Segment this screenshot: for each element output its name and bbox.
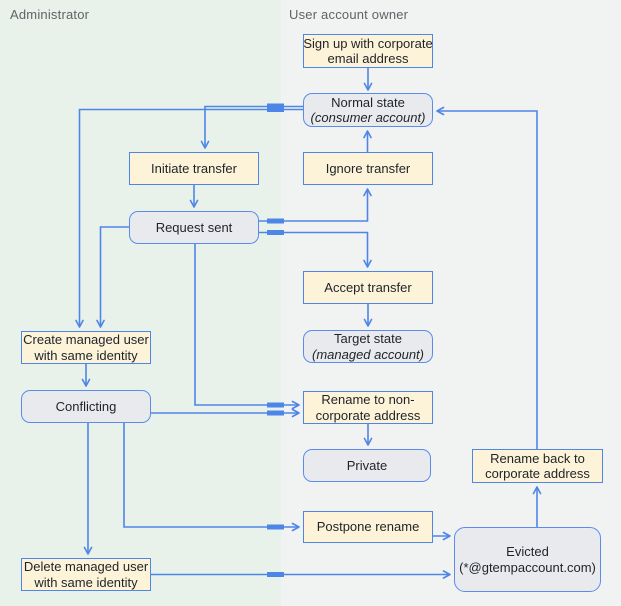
node-label: with same identity (34, 347, 138, 363)
node-label: with same identity (34, 574, 138, 590)
node-label: Ignore transfer (325, 160, 411, 176)
edge-normal-to-create (75, 108, 303, 328)
node-label: Evicted (506, 544, 549, 559)
node-rename-to-non-corporate: Rename to non- corporate address (303, 391, 433, 424)
lane-crossing-marks (267, 103, 284, 577)
node-initiate-transfer: Initiate transfer (129, 152, 259, 185)
node-label: Accept transfer (324, 279, 412, 295)
node-sublabel: (managed account) (311, 346, 424, 362)
node-request-sent: Request sent (129, 211, 259, 244)
node-postpone-rename: Postpone rename (303, 511, 433, 543)
node-sublabel: (consumer account) (310, 110, 426, 125)
edge-rename-back-to-normal (436, 106, 538, 449)
lane-administrator (0, 0, 281, 606)
node-label: Rename back to (490, 450, 585, 466)
node-target-state: Target state (managed account) (303, 330, 433, 363)
edge-normal-to-initiate (200, 105, 303, 149)
lane-crossing-mark (267, 218, 284, 224)
node-label: Postpone rename (316, 519, 420, 535)
node-label: Private (346, 457, 388, 473)
lane-crossing-mark (267, 410, 284, 416)
node-label: email address (327, 51, 409, 66)
lane-title-user-account-owner: User account owner (289, 7, 409, 22)
node-label: Create managed user (23, 332, 149, 347)
edge-request-to-accept (259, 231, 372, 268)
lane-title-administrator: Administrator (10, 7, 90, 22)
node-conflicting: Conflicting (21, 390, 151, 423)
node-normal-state: Normal state (consumer account) (303, 93, 433, 127)
edge-request-to-create (96, 226, 129, 328)
node-label: Request sent (155, 219, 233, 235)
node-ignore-transfer: Ignore transfer (303, 152, 433, 185)
node-delete-managed-user: Delete managed user with same identity (21, 558, 151, 591)
node-label: corporate address (315, 407, 421, 423)
node-sign-up-with-corporate-email: Sign up with corporate email address (303, 34, 433, 68)
lane-crossing-mark (267, 230, 284, 235)
node-accept-transfer: Accept transfer (303, 271, 433, 304)
lane-crossing-mark (267, 103, 284, 112)
node-evicted: Evicted (*@gtempaccount.com) (454, 527, 601, 592)
node-label: Sign up with corporate (303, 35, 433, 51)
node-label: Normal state (331, 94, 405, 110)
node-rename-back-to-corporate: Rename back to corporate address (472, 449, 603, 483)
edge-request-to-ignore (259, 188, 372, 222)
lane-crossing-mark (267, 402, 284, 408)
node-label: Rename to non- (321, 392, 415, 407)
node-private: Private (303, 449, 431, 482)
node-label: Conflicting (55, 398, 117, 414)
node-label: corporate address (485, 466, 590, 481)
node-label: Target state (334, 331, 402, 346)
edge-conflicting-to-postpone (123, 423, 300, 532)
node-create-managed-user: Create managed user with same identity (21, 331, 151, 364)
node-label: Delete managed user (23, 559, 149, 574)
node-sublabel: (*@gtempaccount.com) (459, 559, 596, 575)
node-label: Initiate transfer (151, 160, 237, 176)
lane-crossing-mark (267, 572, 284, 577)
lane-crossing-mark (267, 524, 284, 530)
edge-request-to-rename-non (194, 244, 300, 410)
